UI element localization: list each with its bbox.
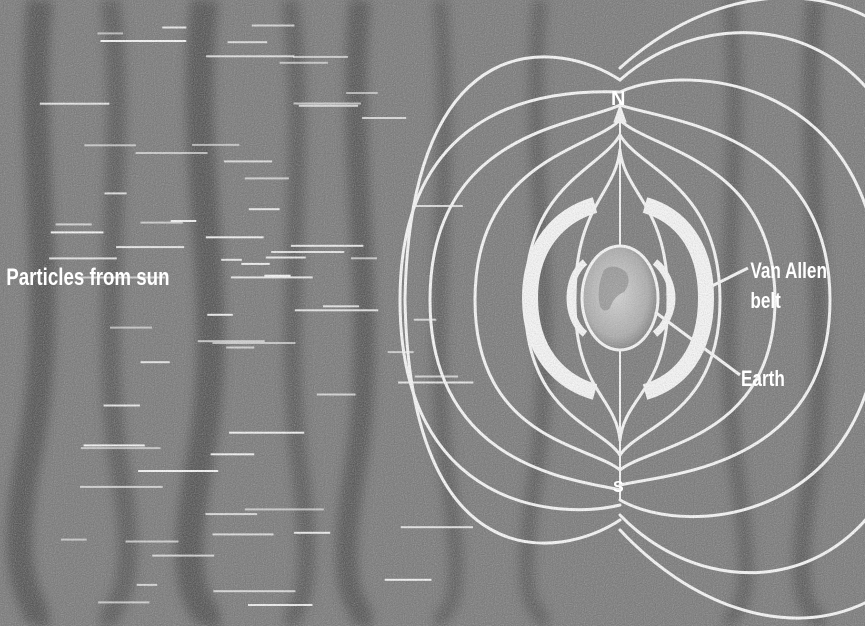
particles-label: Particles from sun (6, 264, 169, 291)
north-pole-label: N (611, 88, 625, 110)
earth-label: Earth (741, 367, 785, 392)
van-allen-label-line2: belt (750, 289, 781, 314)
van-allen-label-line1: Van Allen (750, 259, 827, 284)
south-pole-label: S (613, 479, 624, 496)
